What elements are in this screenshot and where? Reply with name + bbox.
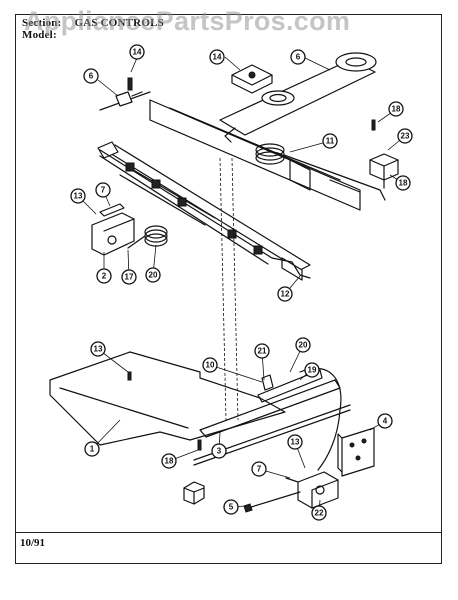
orifice: [151, 179, 161, 189]
callout-label: 18: [392, 105, 401, 114]
callout-label: 6: [89, 72, 94, 81]
bolt-18-lower: [197, 439, 202, 451]
callout-label: 11: [326, 137, 335, 146]
gas-line-dashed: [231, 157, 239, 421]
callout-label: 14: [133, 48, 142, 57]
callout-label: 6: [296, 53, 301, 62]
section-title: GAS CONTROLS: [74, 17, 164, 29]
orifice: [253, 245, 263, 255]
burner-orifice-group: [125, 162, 263, 255]
callout-label: 13: [291, 438, 300, 447]
callout-label: 7: [101, 186, 106, 195]
callout-bubble: 5: [223, 499, 239, 515]
callout-label: 14: [213, 53, 222, 62]
burner-assembly: [219, 52, 377, 143]
bolt-18-upper: [371, 119, 376, 131]
orifice: [227, 229, 237, 239]
callout-bubble: 14: [209, 49, 225, 65]
top-bracket: [149, 99, 361, 211]
callout-bubble: 3: [211, 443, 227, 459]
callout-bubble: 14: [129, 44, 145, 60]
callout-bubble: 22: [311, 505, 327, 521]
diagram-sheet: Section: GAS CONTROLS Model: 10/91: [15, 14, 442, 564]
valve-bracket: [337, 427, 375, 477]
model-label: Model:: [22, 29, 57, 41]
callout-bubble: 11: [322, 133, 338, 149]
callout-bubble: 18: [388, 101, 404, 117]
gas-line-dashed: [219, 157, 227, 421]
valve-switch: [369, 153, 399, 189]
callout-label: 4: [383, 417, 388, 426]
flex-gas-tube: [299, 367, 342, 471]
callout-label: 18: [399, 179, 408, 188]
manifold-pipe: [99, 149, 311, 279]
callout-label: 1: [90, 445, 95, 454]
callout-label: 20: [149, 271, 158, 280]
heat-shield: [49, 351, 286, 446]
oven-valve: [285, 471, 339, 509]
callout-label: 13: [94, 345, 103, 354]
callout-bubble: 13: [70, 188, 86, 204]
callout-label: 17: [125, 273, 134, 282]
callout-bubble: 18: [395, 175, 411, 191]
callout-label: 19: [308, 366, 317, 375]
callout-bubble: 6: [290, 49, 306, 65]
callout-bubble: 4: [377, 413, 393, 429]
left-valve: [91, 203, 135, 256]
callout-bubble: 17: [121, 269, 137, 285]
callout-bubble: 20: [145, 267, 161, 283]
callout-bubble: 19: [304, 362, 320, 378]
callout-bubble: 13: [287, 434, 303, 450]
bolt-11: [127, 371, 132, 381]
callout-bubble: 12: [277, 286, 293, 302]
revision-date: 10/91: [20, 537, 46, 549]
callout-label: 10: [206, 361, 215, 370]
mounting-clip: [183, 481, 205, 505]
section-header: Section: GAS CONTROLS Model:: [22, 17, 164, 41]
callout-label: 2: [102, 272, 107, 281]
footer-divider: [16, 532, 441, 533]
callout-label: 20: [299, 341, 308, 350]
gas-tube-coil: [255, 143, 386, 201]
callout-label: 23: [401, 132, 410, 141]
regulator-assembly: [99, 77, 151, 111]
callout-bubble: 7: [95, 182, 111, 198]
callout-bubble: 6: [83, 68, 99, 84]
callout-bubble: 20: [295, 337, 311, 353]
callout-bubble: 10: [202, 357, 218, 373]
orifice: [177, 197, 187, 207]
lower-pipe: [199, 369, 341, 438]
mounting-screw: [243, 491, 301, 513]
callout-bubble: 21: [254, 343, 270, 359]
callout-label: 7: [257, 465, 262, 474]
callout-label: 13: [74, 192, 83, 201]
callout-bubble: 7: [251, 461, 267, 477]
callout-bubble: 18: [161, 453, 177, 469]
callout-label: 21: [258, 347, 267, 356]
callout-label: 18: [165, 457, 174, 466]
ignitor-part: [231, 64, 273, 94]
callout-bubble: 23: [397, 128, 413, 144]
section-label: Section:: [22, 17, 62, 29]
callout-bubble: 1: [84, 441, 100, 457]
callout-bubble: 2: [96, 268, 112, 284]
orifice: [125, 162, 135, 172]
callout-bubble: 13: [90, 341, 106, 357]
callout-label: 3: [217, 447, 222, 456]
callout-label: 22: [315, 509, 324, 518]
callout-label: 12: [281, 290, 290, 299]
callout-label: 5: [229, 503, 234, 512]
